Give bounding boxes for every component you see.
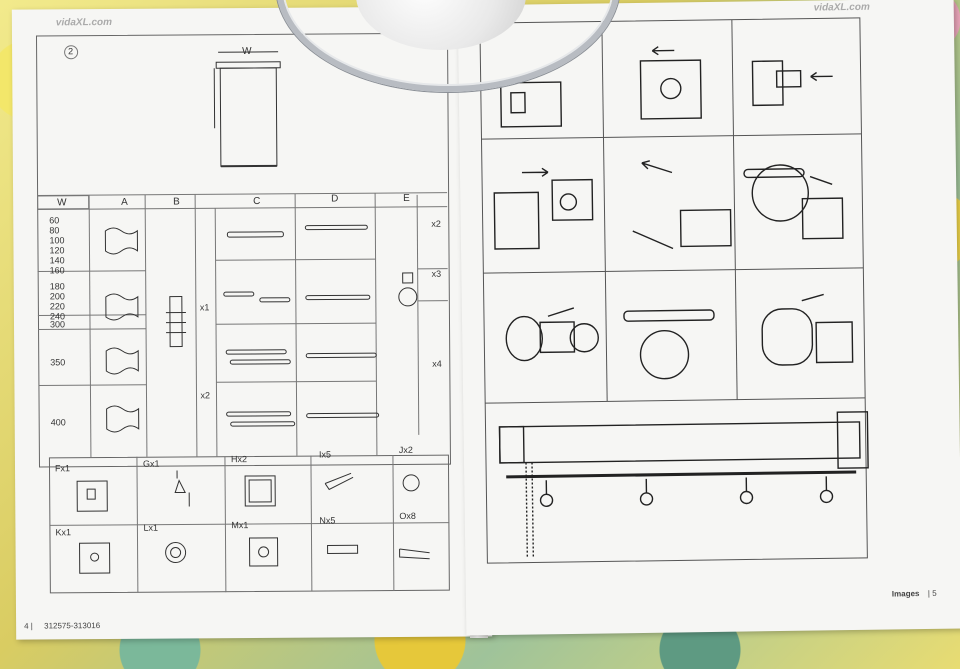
w-value: 200 <box>49 291 65 302</box>
w-values-row1: 60 80 100 120 140 160 <box>49 215 64 275</box>
footer-page-number-right: | 5 <box>927 588 937 598</box>
blind-overview-drawing <box>213 51 281 168</box>
w-value: 140 <box>49 255 65 266</box>
qty-e-x2: x2 <box>431 218 441 229</box>
tube-drawings <box>223 224 380 427</box>
part-label-j: Jx2 <box>398 444 413 455</box>
parts-grid-lines <box>49 455 450 593</box>
w-value: 180 <box>49 281 65 292</box>
width-label: W <box>242 45 252 58</box>
footer-images-label: Images <box>891 589 920 599</box>
w-value: 80 <box>49 225 60 236</box>
table-grid <box>37 192 448 458</box>
w-values-row2: 180 200 220 240 <box>50 281 65 321</box>
pull-ring-icon <box>398 272 418 307</box>
w-value-350: 350 <box>50 357 66 368</box>
w-value: 160 <box>49 265 65 276</box>
brand-logo-right: vidaXL.com <box>813 1 870 14</box>
parts-icons <box>76 470 430 574</box>
w-value-400: 400 <box>50 417 66 428</box>
installation-steps-grid <box>479 17 869 564</box>
w-value: 120 <box>49 245 65 256</box>
qty-e-x4: x4 <box>432 358 442 369</box>
w-value-300: 300 <box>49 319 66 330</box>
w-value: 100 <box>49 235 65 246</box>
brand-logo-left: vidaXL.com <box>55 16 113 29</box>
step-number: 2 <box>68 46 74 57</box>
footer-product-code: 312575-313016 <box>44 621 101 631</box>
w-value: 220 <box>49 301 65 312</box>
qty-x2: x2 <box>200 390 211 401</box>
manual-page-right: vidaXL.com <box>457 0 960 636</box>
manual-page-left: vidaXL.com 2 W W A B C D E <box>11 6 493 640</box>
footer-page-number-left: 4 | <box>24 621 33 631</box>
w-value: 60 <box>49 215 60 226</box>
bracket-part-b <box>165 295 187 348</box>
fabric-icons <box>104 227 140 433</box>
qty-e-x3: x3 <box>431 268 442 279</box>
qty-x1: x1 <box>199 302 210 313</box>
